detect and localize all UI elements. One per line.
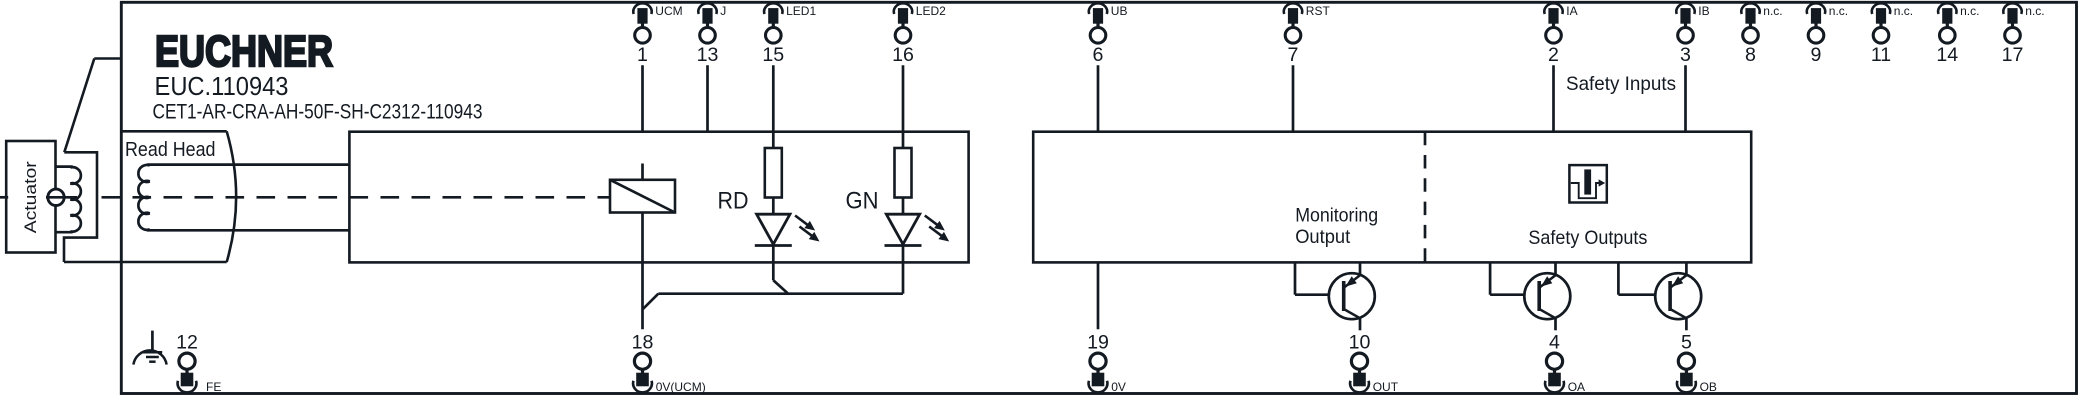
svg-text:Output: Output [1295, 227, 1351, 248]
svg-text:IA: IA [1566, 4, 1577, 18]
svg-text:J: J [720, 4, 726, 18]
svg-text:0V(UCM): 0V(UCM) [656, 380, 706, 394]
svg-text:1: 1 [637, 44, 648, 66]
svg-text:FE: FE [206, 380, 221, 394]
svg-text:OUT: OUT [1373, 380, 1399, 394]
svg-text:6: 6 [1093, 44, 1104, 66]
svg-text:17: 17 [2002, 44, 2024, 66]
svg-text:n.c.: n.c. [1894, 4, 1913, 18]
svg-text:LED2: LED2 [916, 4, 946, 18]
svg-text:OA: OA [1568, 380, 1585, 394]
svg-text:18: 18 [632, 332, 654, 354]
svg-text:EUCHNER: EUCHNER [155, 27, 333, 76]
svg-text:9: 9 [1811, 44, 1822, 66]
svg-text:14: 14 [1936, 44, 1958, 66]
svg-text:16: 16 [892, 44, 914, 66]
svg-text:2: 2 [1548, 44, 1559, 66]
svg-text:LED1: LED1 [786, 4, 816, 18]
svg-text:7: 7 [1288, 44, 1299, 66]
svg-text:5: 5 [1681, 332, 1692, 354]
svg-text:12: 12 [176, 332, 198, 354]
svg-text:Safety Inputs: Safety Inputs [1566, 73, 1676, 95]
svg-text:Read Head: Read Head [125, 138, 216, 161]
svg-text:Actuator: Actuator [22, 161, 40, 234]
svg-text:13: 13 [697, 44, 719, 66]
svg-text:RD: RD [718, 188, 749, 215]
svg-text:19: 19 [1087, 332, 1109, 354]
svg-text:Monitoring: Monitoring [1295, 205, 1378, 226]
svg-text:IB: IB [1698, 4, 1709, 18]
svg-text:UCM: UCM [655, 4, 682, 18]
svg-text:EUC.110943: EUC.110943 [155, 71, 289, 101]
svg-text:CET1-AR-CRA-AH-50F-SH-C2312-11: CET1-AR-CRA-AH-50F-SH-C2312-110943 [153, 100, 483, 124]
svg-text:n.c.: n.c. [2025, 4, 2044, 18]
svg-text:UB: UB [1111, 4, 1128, 18]
svg-text:n.c.: n.c. [1829, 4, 1848, 18]
svg-text:10: 10 [1349, 332, 1371, 354]
svg-text:n.c.: n.c. [1960, 4, 1979, 18]
svg-text:3: 3 [1680, 44, 1691, 66]
svg-text:11: 11 [1871, 44, 1891, 66]
svg-text:GN: GN [846, 188, 879, 215]
svg-text:8: 8 [1745, 44, 1756, 66]
svg-text:RST: RST [1306, 4, 1331, 18]
svg-text:4: 4 [1549, 332, 1560, 354]
svg-text:15: 15 [762, 44, 784, 66]
svg-text:n.c.: n.c. [1763, 4, 1782, 18]
svg-text:OB: OB [1700, 380, 1717, 394]
svg-text:0V: 0V [1111, 380, 1126, 394]
svg-text:Safety Outputs: Safety Outputs [1528, 227, 1647, 249]
